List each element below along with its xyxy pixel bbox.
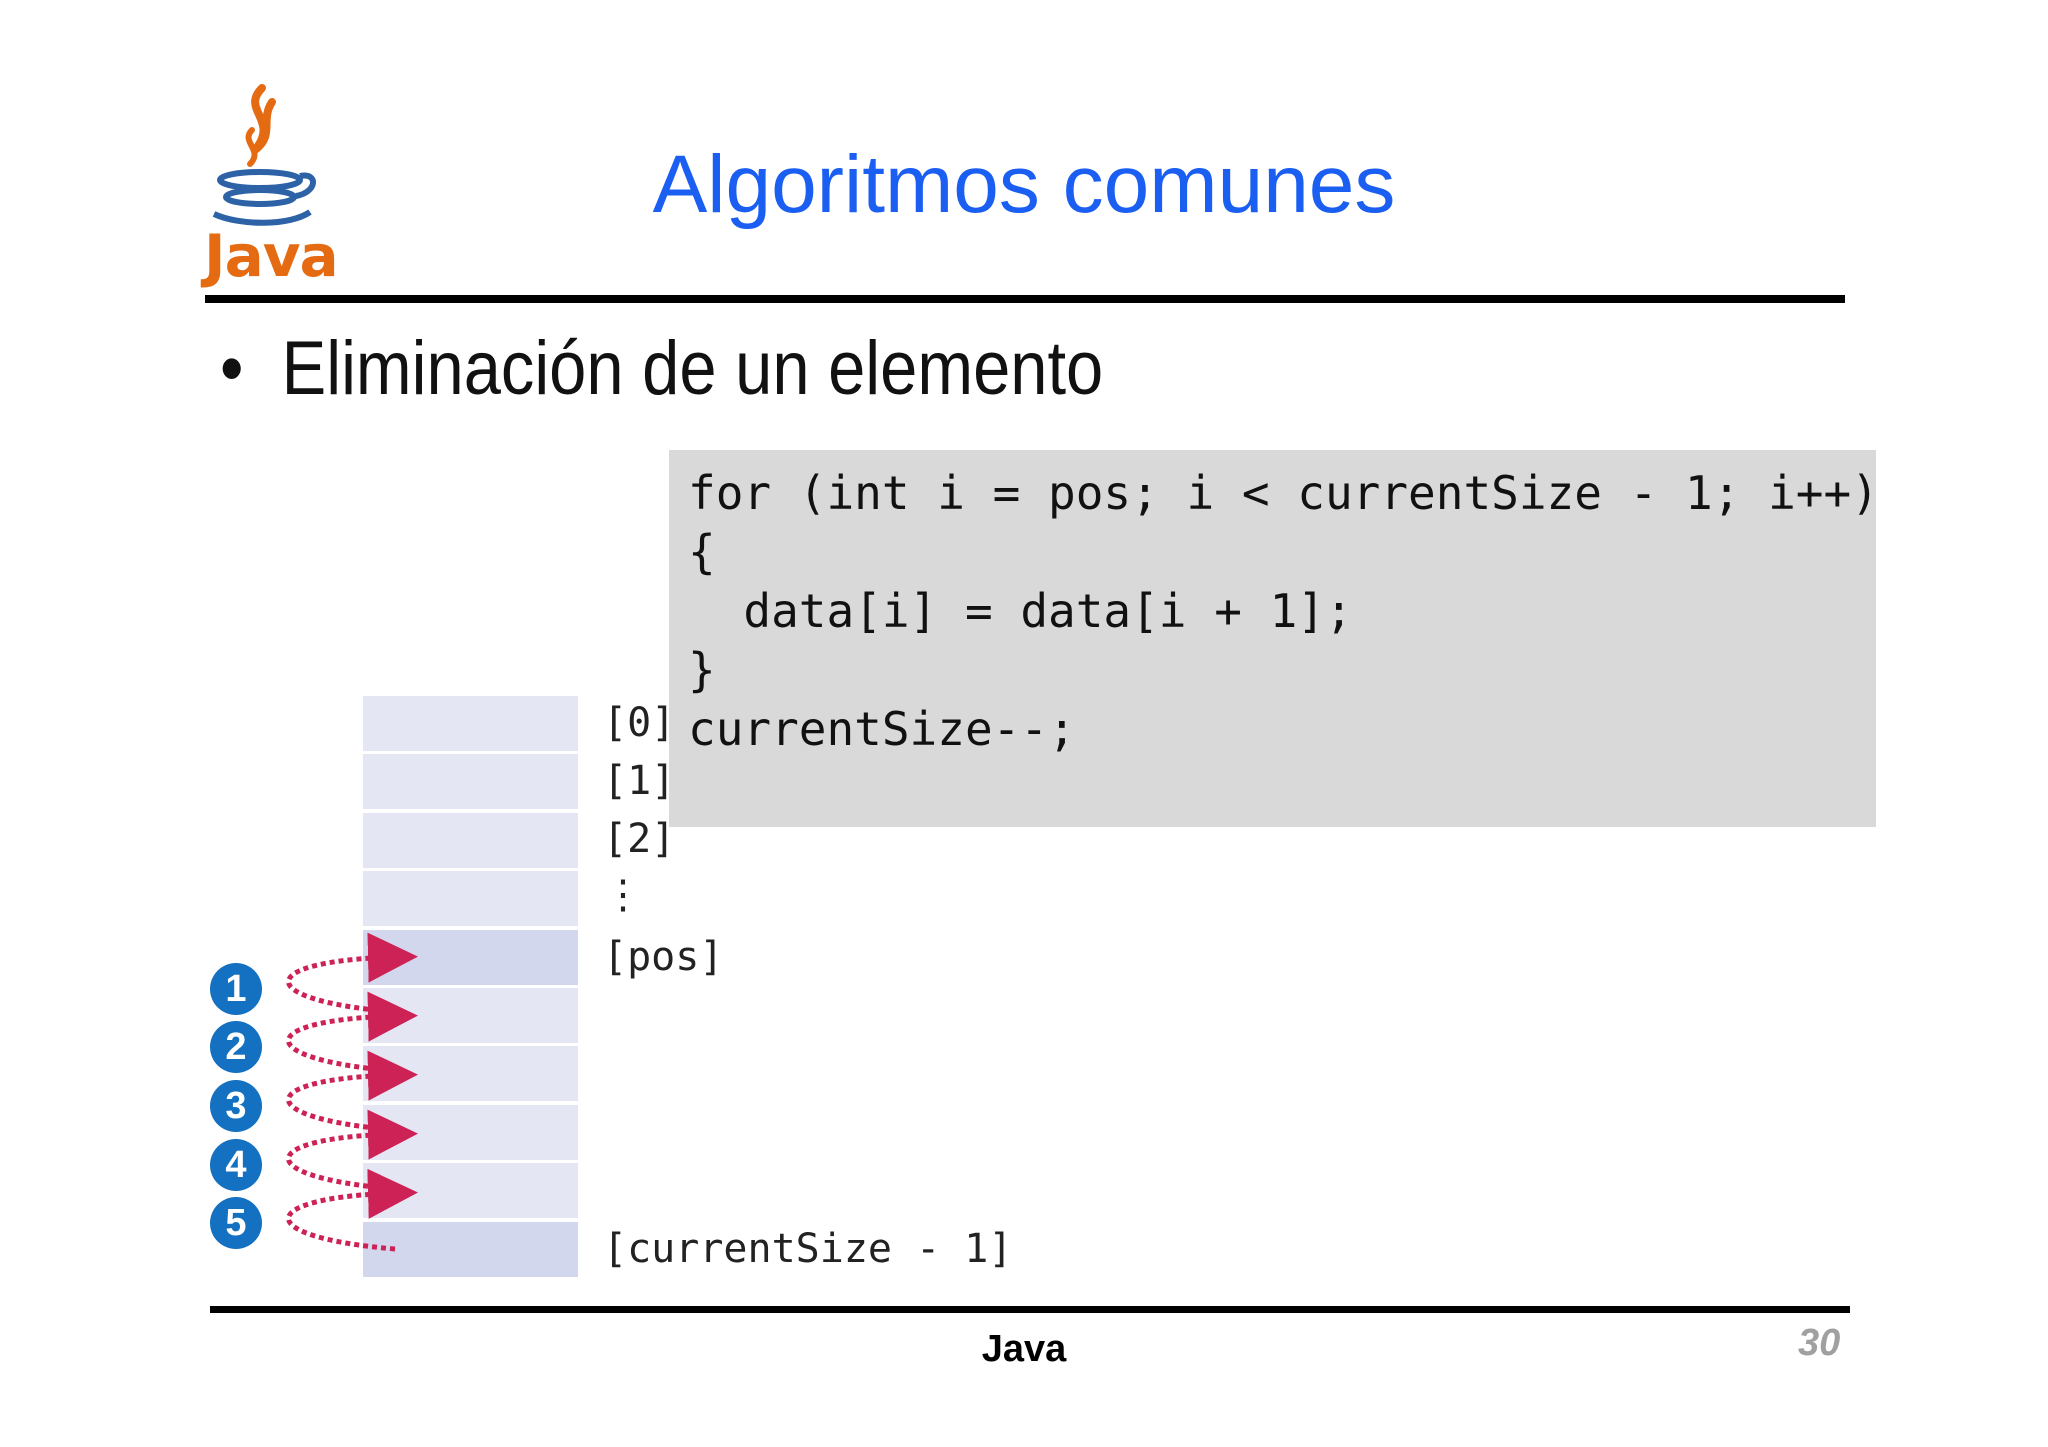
code-text: for (int i = pos; i < currentSize - 1; i… (688, 466, 1879, 756)
array-cell-last (363, 1221, 578, 1277)
step-badge-2: 2 (210, 1021, 262, 1073)
java-logo: Java (200, 80, 339, 290)
bottom-divider (210, 1306, 1850, 1313)
shift-arrow-2 (286, 991, 418, 1074)
code-block: for (int i = pos; i < currentSize - 1; i… (669, 450, 1879, 827)
bullet-symbol: • (220, 326, 244, 411)
step-badge-4: 4 (210, 1139, 262, 1191)
footer-label: Java (981, 1328, 1067, 1370)
shift-arrow-3 (286, 1050, 418, 1133)
shift-arrow-1 (286, 932, 418, 1015)
step-badge-3: 3 (210, 1080, 262, 1132)
array-cell (363, 812, 578, 868)
java-logo-word: Java (204, 222, 339, 290)
index-ellipsis: ⋮ (603, 872, 643, 918)
step-badge-1: 1 (210, 963, 262, 1015)
slide-title: Algoritmos comunes (652, 139, 1396, 230)
index-label-pos: [pos] (603, 934, 724, 980)
bullet-item: • Eliminación de un elemento (220, 325, 1103, 412)
index-label-last: [currentSize - 1] (603, 1226, 1013, 1272)
top-divider (205, 295, 1845, 303)
array-cell (363, 871, 578, 927)
shift-arrow-5 (286, 1168, 418, 1252)
index-label-2: [2] (603, 816, 676, 862)
array-diagram (363, 696, 578, 1280)
shift-arrow-4 (286, 1109, 418, 1192)
index-label-0: [0] (603, 700, 676, 746)
java-cup-icon (212, 84, 316, 226)
bullet-text: Eliminación de un elemento (281, 326, 1104, 411)
step-badge-5: 5 (210, 1197, 262, 1249)
array-cell (363, 754, 578, 810)
array-cell (363, 696, 578, 751)
index-label-1: [1] (603, 758, 676, 804)
page-number: 30 (1798, 1322, 1841, 1364)
